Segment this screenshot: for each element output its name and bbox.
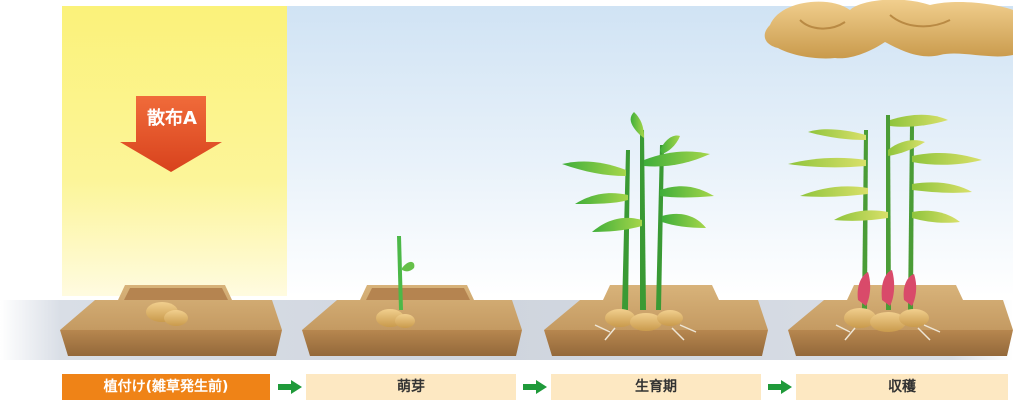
- flow-arrow-icon: [278, 380, 302, 394]
- stage-planting: 植付け(雑草発生前): [62, 374, 270, 400]
- soil-ridge-sprouting: [302, 236, 522, 356]
- flow-arrow-icon: [523, 380, 547, 394]
- stage-growing: 生育期: [551, 374, 761, 400]
- stage-harvest: 収穫: [796, 374, 1008, 400]
- soil-ridge-planting: [60, 285, 282, 356]
- stage-sprouting: 萌芽: [306, 374, 516, 400]
- soil-ridge-harvest: [788, 114, 1013, 356]
- soil-ridge-growing: [544, 112, 768, 356]
- growing-plant: [562, 112, 714, 341]
- harvest-plant: [788, 114, 982, 341]
- sprout-plant: [376, 236, 415, 328]
- application-label: 散布A: [147, 108, 197, 129]
- seed-ginger: [146, 302, 188, 326]
- ginger-rhizome-image: [764, 0, 1013, 59]
- flow-arrow-icon: [768, 380, 792, 394]
- application-arrow: [120, 96, 222, 172]
